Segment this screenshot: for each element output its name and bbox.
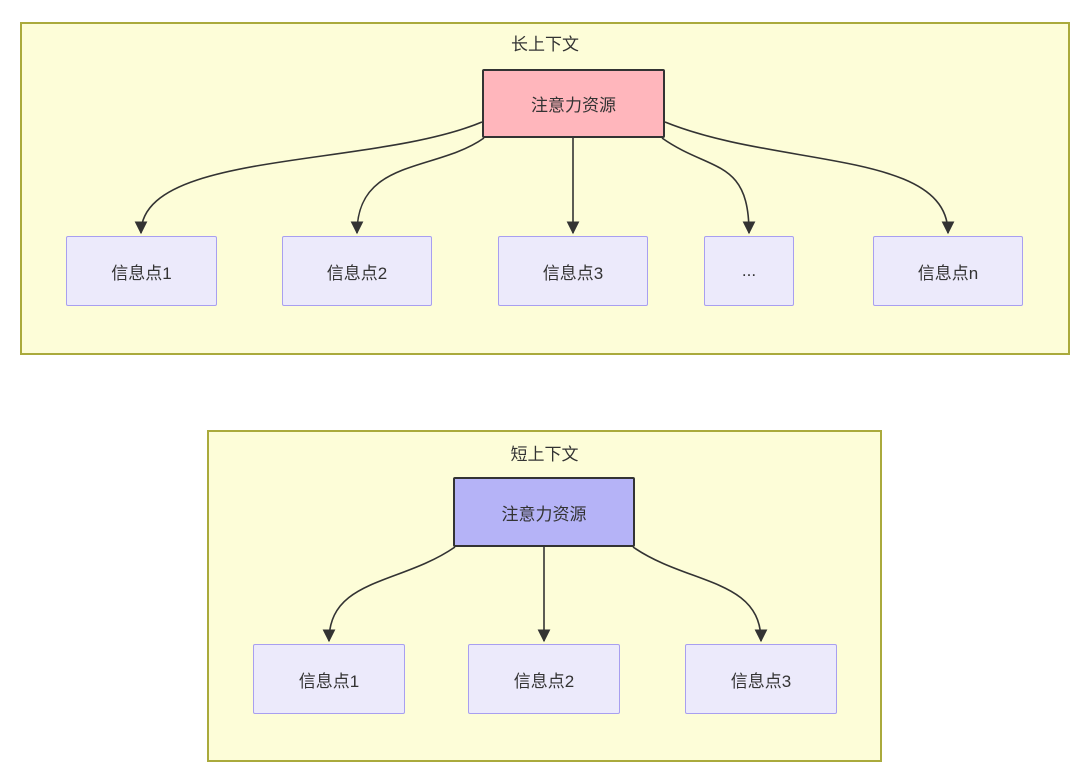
- short-attention-node: 注意力资源: [453, 477, 635, 547]
- long-context-title: 长上下文: [511, 35, 579, 54]
- short-info-node-3: 信息点3: [685, 644, 837, 714]
- long-info-node-2: 信息点2: [282, 236, 432, 306]
- short-info-node-2: 信息点2: [468, 644, 620, 714]
- long-info-node-1: 信息点1: [66, 236, 217, 306]
- long-info-node-3: 信息点3: [498, 236, 648, 306]
- long-info-node-n: 信息点n: [873, 236, 1023, 306]
- long-info-node-ellipsis: ...: [704, 236, 794, 306]
- short-context-title: 短上下文: [510, 445, 579, 464]
- long-attention-node: 注意力资源: [482, 69, 665, 138]
- short-info-node-1: 信息点1: [253, 644, 405, 714]
